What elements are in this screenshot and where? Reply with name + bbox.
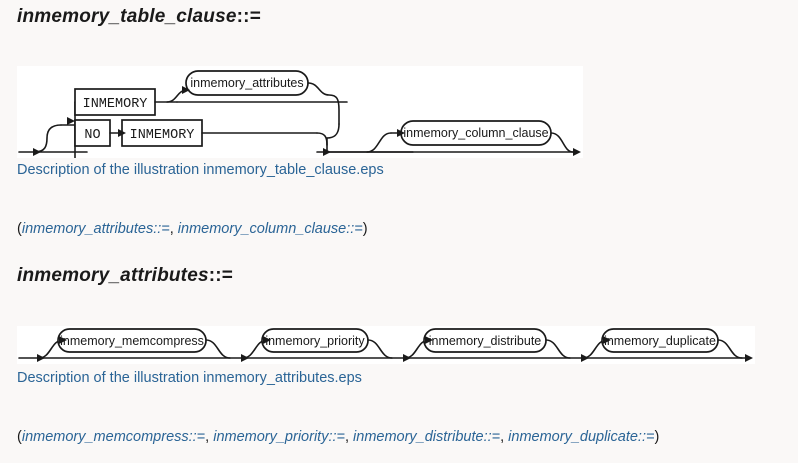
xref-link-inmemory-attributes[interactable]: inmemory_attributes::= xyxy=(21,221,170,237)
nonterminal-inmemory-duplicate: inmemory_duplicate xyxy=(604,334,716,348)
heading-suffix-1: ::= xyxy=(236,6,261,27)
rail-arrowheads xyxy=(33,86,581,156)
xref-separator-2c: , xyxy=(500,429,509,445)
illustration-description-link-1[interactable]: Description of the illustration inmemory… xyxy=(17,162,384,178)
cross-reference-line-1: (inmemory_attributes::=, inmemory_column… xyxy=(17,221,368,237)
railroad-diagram-inmemory-attributes: inmemory_memcompress inmemory_priority i… xyxy=(17,326,755,364)
cross-reference-line-2: (inmemory_memcompress::=, inmemory_prior… xyxy=(17,429,659,445)
xref-separator-1: , xyxy=(169,221,178,237)
heading-suffix-2: ::= xyxy=(208,265,234,286)
nonterminal-inmemory-priority: inmemory_priority xyxy=(265,334,365,348)
keyword-inmemory-top: INMEMORY xyxy=(83,97,148,112)
xref-link-inmemory-column-clause[interactable]: inmemory_column_clause::= xyxy=(177,221,363,237)
heading-name-1: inmemory_table_clause xyxy=(17,6,237,27)
xref-link-inmemory-priority[interactable]: inmemory_priority::= xyxy=(213,429,345,445)
xref-close-paren-2: ) xyxy=(654,429,660,445)
xref-link-inmemory-duplicate[interactable]: inmemory_duplicate::= xyxy=(508,429,655,445)
xref-close-paren-1: ) xyxy=(362,221,368,237)
keyword-no: NO xyxy=(84,128,100,143)
xref-link-inmemory-memcompress[interactable]: inmemory_memcompress::= xyxy=(21,429,206,445)
xref-open-paren-1: ( xyxy=(17,221,22,237)
xref-open-paren-2: ( xyxy=(17,429,22,445)
nonterminal-inmemory-column-clause: inmemory_column_clause xyxy=(403,126,548,140)
xref-link-inmemory-distribute[interactable]: inmemory_distribute::= xyxy=(353,429,501,445)
nonterminal-inmemory-distribute: inmemory_distribute xyxy=(429,334,542,348)
illustration-description-link-2[interactable]: Description of the illustration inmemory… xyxy=(17,370,362,386)
keyword-inmemory-bottom: INMEMORY xyxy=(130,128,195,143)
nonterminal-inmemory-attributes: inmemory_attributes xyxy=(190,76,303,90)
nonterminal-inmemory-memcompress: inmemory_memcompress xyxy=(60,334,204,348)
page-title-inmemory-attributes: inmemory_attributes::= xyxy=(17,265,233,287)
xref-separator-2a: , xyxy=(205,429,214,445)
rail-arrowheads-2 xyxy=(37,336,753,362)
heading-name-2: inmemory_attributes xyxy=(17,265,209,286)
xref-separator-2b: , xyxy=(344,429,354,445)
railroad-diagram-inmemory-table-clause: INMEMORY NO INMEMORY inmemory_attributes… xyxy=(17,66,583,158)
page-title-inmemory-table-clause: inmemory_table_clause::= xyxy=(17,6,261,28)
